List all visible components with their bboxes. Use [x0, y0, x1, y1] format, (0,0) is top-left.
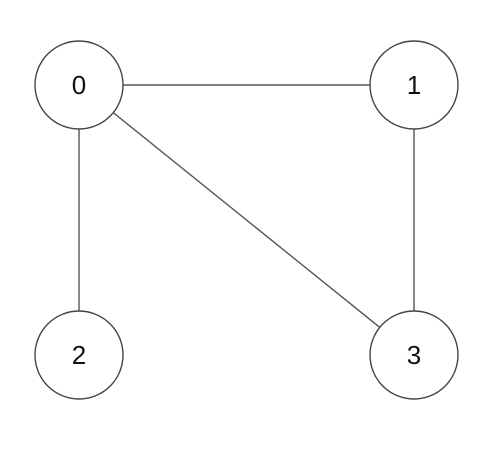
node-2: 2 — [34, 310, 124, 400]
nodes-layer: 0 1 2 3 — [34, 40, 459, 400]
node-circle-1 — [369, 40, 459, 130]
edge-0-3 — [78, 84, 415, 356]
node-circle-2 — [34, 310, 124, 400]
node-label-3: 3 — [407, 340, 421, 370]
node-3: 3 — [369, 310, 459, 400]
node-0: 0 — [34, 40, 124, 130]
node-1: 1 — [369, 40, 459, 130]
node-label-1: 1 — [407, 70, 421, 100]
node-label-2: 2 — [72, 340, 86, 370]
node-circle-0 — [34, 40, 124, 130]
node-circle-3 — [369, 310, 459, 400]
edges-layer — [78, 84, 415, 356]
node-label-0: 0 — [72, 70, 86, 100]
